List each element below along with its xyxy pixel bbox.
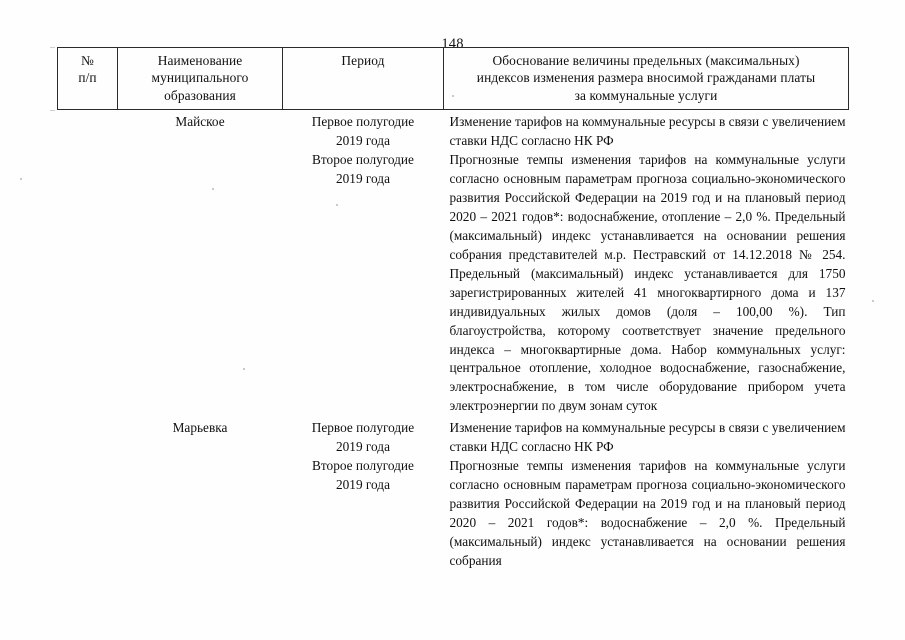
period-line: Первое полугодие (311, 420, 415, 436)
column-header-municipality-line1: Наименование (157, 53, 243, 68)
column-header-justification: Обоснование величины предельных (максима… (443, 46, 849, 111)
period-line: 2019 года (336, 439, 390, 455)
scan-edge-artifact (50, 110, 55, 111)
utility-index-table: № п/п Наименование муниципального образо… (57, 46, 849, 571)
column-header-number-line1: № (81, 53, 94, 68)
row-number (58, 416, 118, 571)
period-line: 2019 года (336, 170, 390, 186)
column-header-municipality-line3: образования (164, 87, 236, 103)
municipality-name: Марьевка (172, 420, 228, 436)
justification-paragraph: Изменение тарифов на коммунальные ресурс… (449, 114, 846, 149)
table-header-row: № п/п Наименование муниципального образо… (57, 46, 849, 111)
table-row: Майское Первое полугодие 2019 года Второ… (58, 110, 849, 417)
period-line: 2019 года (336, 476, 390, 492)
column-header-period: Период (282, 46, 444, 111)
column-header-justification-line1: Обоснование величины предельных (максима… (492, 53, 800, 68)
period-line: Второе полугодие (312, 458, 414, 474)
justification-paragraph: Изменение тарифов на коммунальные ресурс… (449, 420, 846, 455)
period-line: Второе полугодие (312, 152, 414, 168)
period-cell: Первое полугодие 2019 года Второе полуго… (283, 416, 444, 571)
table-body: Майское Первое полугодие 2019 года Второ… (58, 110, 849, 571)
table-row: Марьевка Первое полугодие 2019 года Втор… (58, 416, 849, 571)
column-header-number: № п/п (57, 46, 118, 111)
justification-cell: Изменение тарифов на коммунальные ресурс… (444, 416, 849, 571)
justification-paragraph: Прогнозные темпы изменения тарифов на ко… (449, 458, 846, 568)
column-header-justification-line3: за коммунальные услуги (574, 87, 718, 103)
column-header-justification-line2: индексов изменения размера вносимой граж… (476, 70, 816, 86)
period-line: 2019 года (336, 133, 390, 149)
table-header: № п/п Наименование муниципального образо… (57, 46, 849, 111)
row-number (58, 110, 118, 417)
period-cell: Первое полугодие 2019 года Второе полуго… (283, 110, 444, 417)
justification-cell: Изменение тарифов на коммунальные ресурс… (444, 110, 849, 417)
justification-paragraph: Прогнозные темпы изменения тарифов на ко… (449, 152, 846, 414)
column-header-number-line2: п/п (78, 70, 97, 86)
municipality-name: Майское (175, 114, 225, 130)
column-header-municipality: Наименование муниципального образования (117, 46, 283, 111)
period-line: Первое полугодие (311, 114, 415, 130)
column-header-municipality-line2: муниципального (151, 70, 249, 86)
scan-speck (20, 178, 22, 180)
scan-speck (872, 300, 874, 302)
